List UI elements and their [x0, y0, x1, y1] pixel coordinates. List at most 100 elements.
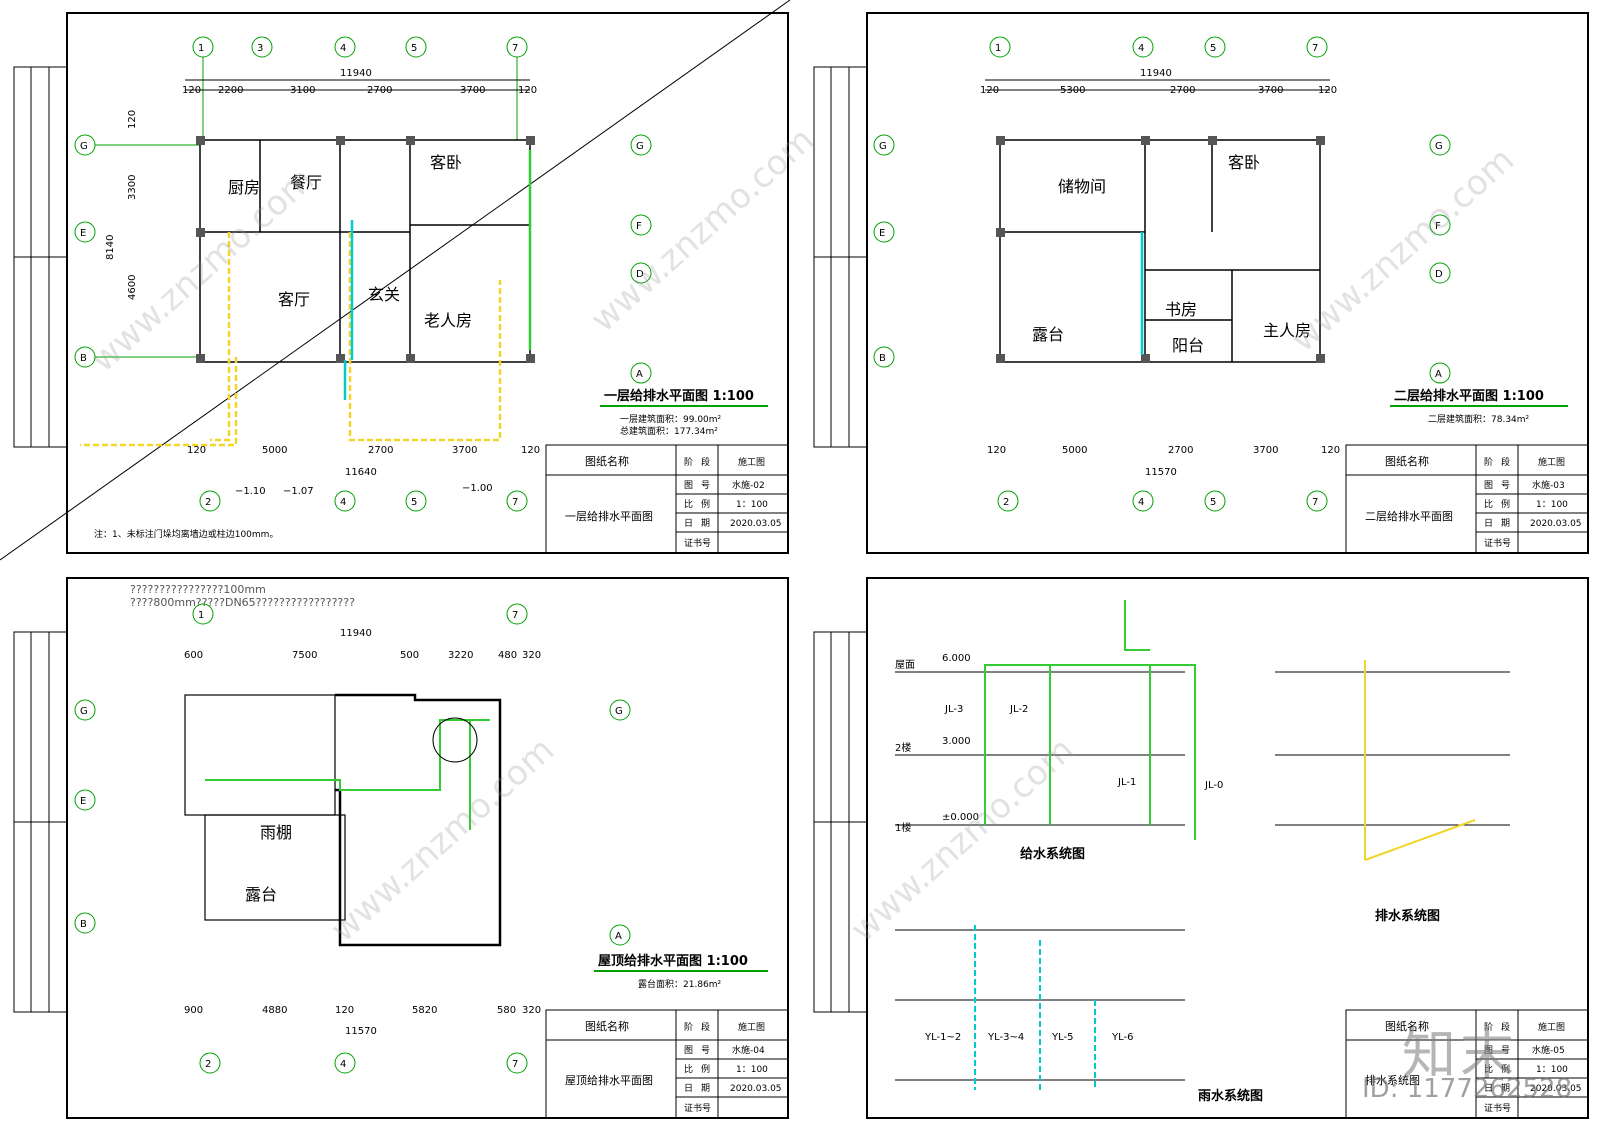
brand-logo: 知末 — [1402, 1023, 1518, 1086]
riser-jl2: JL-2 — [1009, 704, 1028, 715]
drain-system-title: 排水系统图 — [1375, 908, 1440, 924]
riser-yl6: YL-6 — [1111, 1032, 1133, 1043]
tb-row-label: 阶 — [684, 1021, 693, 1033]
title-block-name: 一层给排水平面图 — [565, 509, 653, 523]
tb-row-label: 日 — [1484, 518, 1493, 529]
overall-dim-bottom: 11570 — [1145, 467, 1177, 478]
rain-system-title: 雨水系统图 — [1198, 1088, 1263, 1104]
riser-jl3: JL-3 — [944, 704, 963, 715]
svg-text:A: A — [615, 931, 622, 942]
overall-dim-bottom: 11570 — [345, 1026, 377, 1037]
svg-text:120: 120 — [1321, 445, 1340, 456]
svg-text:320: 320 — [522, 1005, 541, 1016]
svg-text:2700: 2700 — [368, 445, 393, 456]
title-block-name-label: 图纸名称 — [1385, 454, 1429, 468]
tb-row-value: 2020.03.05 — [730, 519, 782, 529]
svg-text:−1.00: −1.00 — [462, 483, 493, 494]
tb-row-label: 图 — [1484, 1045, 1493, 1056]
svg-text:4: 4 — [340, 1059, 346, 1070]
room-storage: 储物间 — [1058, 177, 1106, 196]
tb-row-value: 施工图 — [738, 456, 765, 468]
svg-text:120: 120 — [335, 1005, 354, 1016]
room-dining: 餐厅 — [290, 173, 322, 192]
svg-text:120: 120 — [521, 445, 540, 456]
svg-text:A: A — [1435, 369, 1442, 380]
garbled-note-2: ????800mm?????DN65????????????????? — [130, 596, 355, 609]
garbled-note-1: ????????????????100mm — [130, 583, 266, 596]
tb-row-value: 水施-03 — [1532, 479, 1565, 491]
svg-text:3700: 3700 — [460, 85, 485, 96]
svg-text:3300: 3300 — [127, 175, 138, 200]
level-roof: 屋面 — [895, 659, 915, 671]
svg-text:E: E — [80, 796, 86, 807]
svg-text:D: D — [636, 269, 644, 280]
tb-row-label: 图 — [684, 480, 693, 491]
tb-row-value: 1：100 — [736, 500, 768, 510]
roof-canopy: 雨棚 — [260, 823, 292, 842]
svg-text:5: 5 — [411, 497, 417, 508]
tb-row-label: 例 — [701, 1063, 710, 1075]
svg-text:D: D — [1435, 269, 1443, 280]
area-line-1: 二层建筑面积：78.34m² — [1428, 413, 1530, 425]
room-kitchen: 厨房 — [228, 178, 260, 197]
svg-text:B: B — [80, 919, 87, 930]
svg-text:4: 4 — [1138, 497, 1144, 508]
svg-text:580: 580 — [497, 1005, 516, 1016]
tb-row-value: 1：100 — [1536, 1065, 1568, 1075]
tb-row-label: 例 — [1501, 1063, 1510, 1075]
tb-row-value: 施工图 — [1538, 456, 1565, 468]
svg-text:B: B — [879, 353, 886, 364]
riser-yl12: YL-1~2 — [924, 1032, 961, 1043]
title-block-name-label: 图纸名称 — [1385, 1019, 1429, 1033]
svg-text:F: F — [636, 221, 642, 232]
level-2f: 2楼 — [895, 741, 911, 754]
title-block-name-label: 图纸名称 — [585, 454, 629, 468]
room-study: 书房 — [1165, 300, 1197, 319]
svg-text:1: 1 — [198, 610, 204, 621]
svg-text:120: 120 — [182, 85, 201, 96]
room-terrace: 露台 — [1032, 325, 1064, 344]
sheet-separator-line — [0, 0, 791, 561]
title-block-name: 二层给排水平面图 — [1365, 509, 1453, 523]
tb-row-label: 期 — [1501, 1083, 1510, 1094]
svg-text:4880: 4880 — [262, 1005, 287, 1016]
svg-text:8140: 8140 — [105, 235, 116, 260]
svg-text:900: 900 — [184, 1005, 203, 1016]
tb-row-label: 图 — [1484, 480, 1493, 491]
svg-text:4600: 4600 — [127, 275, 138, 300]
tb-row-label: 例 — [1501, 498, 1510, 510]
svg-text:1: 1 — [198, 43, 204, 54]
svg-text:E: E — [80, 228, 86, 239]
tb-row-label: 号 — [1501, 480, 1510, 491]
svg-text:2700: 2700 — [1168, 445, 1193, 456]
tb-row-label: 证书号 — [1484, 538, 1511, 549]
tb-row-label: 例 — [701, 498, 710, 510]
overall-dim-top: 11940 — [340, 628, 372, 639]
room-master-bedroom: 主人房 — [1263, 321, 1311, 340]
svg-text:G: G — [879, 141, 887, 152]
svg-text:F: F — [1435, 221, 1441, 232]
tb-row-label: 证书号 — [684, 1103, 711, 1114]
image-id-label: ID: 1177262528 — [1362, 1074, 1573, 1104]
area-line-1: 露台面积：21.86m² — [638, 978, 722, 990]
svg-text:7: 7 — [512, 497, 518, 508]
room-guest-bedroom: 客卧 — [430, 153, 462, 172]
level-1f: 1楼 — [895, 821, 911, 834]
svg-text:4: 4 — [340, 43, 346, 54]
svg-text:5: 5 — [1210, 497, 1216, 508]
svg-text:500: 500 — [400, 650, 419, 661]
tb-row-label: 段 — [1501, 1021, 1510, 1033]
svg-text:5000: 5000 — [1062, 445, 1087, 456]
tb-row-label: 期 — [701, 1083, 710, 1094]
tb-row-value: 水施-05 — [1532, 1044, 1565, 1056]
svg-text:120: 120 — [987, 445, 1006, 456]
svg-text:120: 120 — [518, 85, 537, 96]
svg-text:7: 7 — [512, 1059, 518, 1070]
svg-text:3700: 3700 — [452, 445, 477, 456]
tb-row-label: 日 — [1484, 1083, 1493, 1094]
svg-text:5000: 5000 — [262, 445, 287, 456]
svg-text:600: 600 — [184, 650, 203, 661]
riser-jl0: JL-0 — [1204, 780, 1223, 791]
